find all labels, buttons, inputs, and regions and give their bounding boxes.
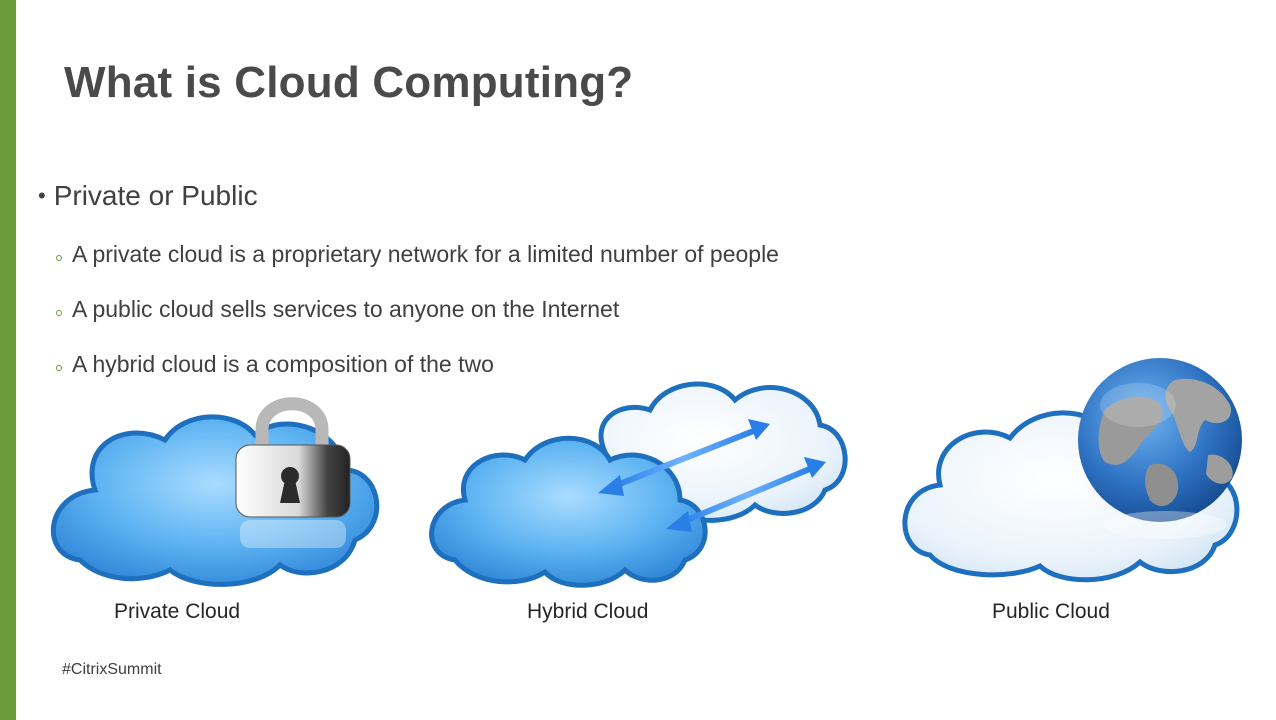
caption-hybrid-cloud: Hybrid Cloud [527, 600, 649, 623]
caption-public-cloud: Public Cloud [992, 600, 1110, 623]
bullet-dot-icon: • [38, 183, 46, 208]
padlock-icon [235, 397, 351, 548]
accent-bar [0, 0, 16, 720]
sub-bullet-private: A private cloud is a proprietary network… [56, 241, 779, 268]
sub-bullet-hybrid: A hybrid cloud is a composition of the t… [56, 351, 494, 378]
ring-bullet-icon [56, 309, 62, 316]
footer-hashtag: #CitrixSummit [62, 661, 162, 678]
bidirectional-arrow-icon [666, 457, 826, 532]
ring-bullet-icon [56, 254, 62, 261]
caption-private-cloud: Private Cloud [114, 600, 241, 623]
main-bullet-text: Private or Public [53, 180, 258, 211]
sub-bullet-public: A public cloud sells services to anyone … [56, 296, 619, 323]
main-bullet: • Private or Public [38, 180, 258, 212]
globe-icon [1078, 358, 1242, 539]
slide-title: What is Cloud Computing? [64, 58, 634, 107]
ring-bullet-icon [56, 364, 62, 371]
bidirectional-arrow-icon [598, 419, 770, 496]
sub-bullet-text: A public cloud sells services to anyone … [72, 296, 620, 322]
sub-bullet-text: A private cloud is a proprietary network… [72, 241, 779, 267]
sub-bullet-text: A hybrid cloud is a composition of the t… [72, 351, 494, 377]
